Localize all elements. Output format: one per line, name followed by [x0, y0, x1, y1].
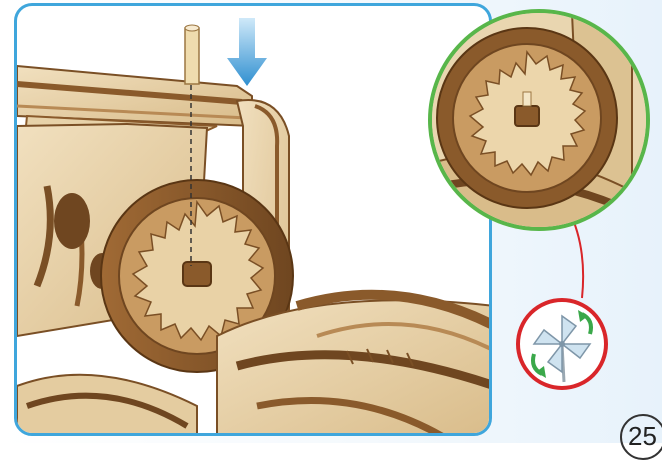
- pinwheel-rotate-icon: [520, 302, 604, 386]
- zoom-detail-circle: [428, 9, 650, 231]
- rotate-action-badge: [516, 298, 608, 390]
- down-arrow-icon: [227, 18, 267, 86]
- assembly-drawing: [17, 6, 492, 436]
- assembly-illustration-panel: [14, 3, 492, 436]
- page-number: 25: [620, 414, 662, 460]
- zoom-detail-drawing: [432, 13, 650, 231]
